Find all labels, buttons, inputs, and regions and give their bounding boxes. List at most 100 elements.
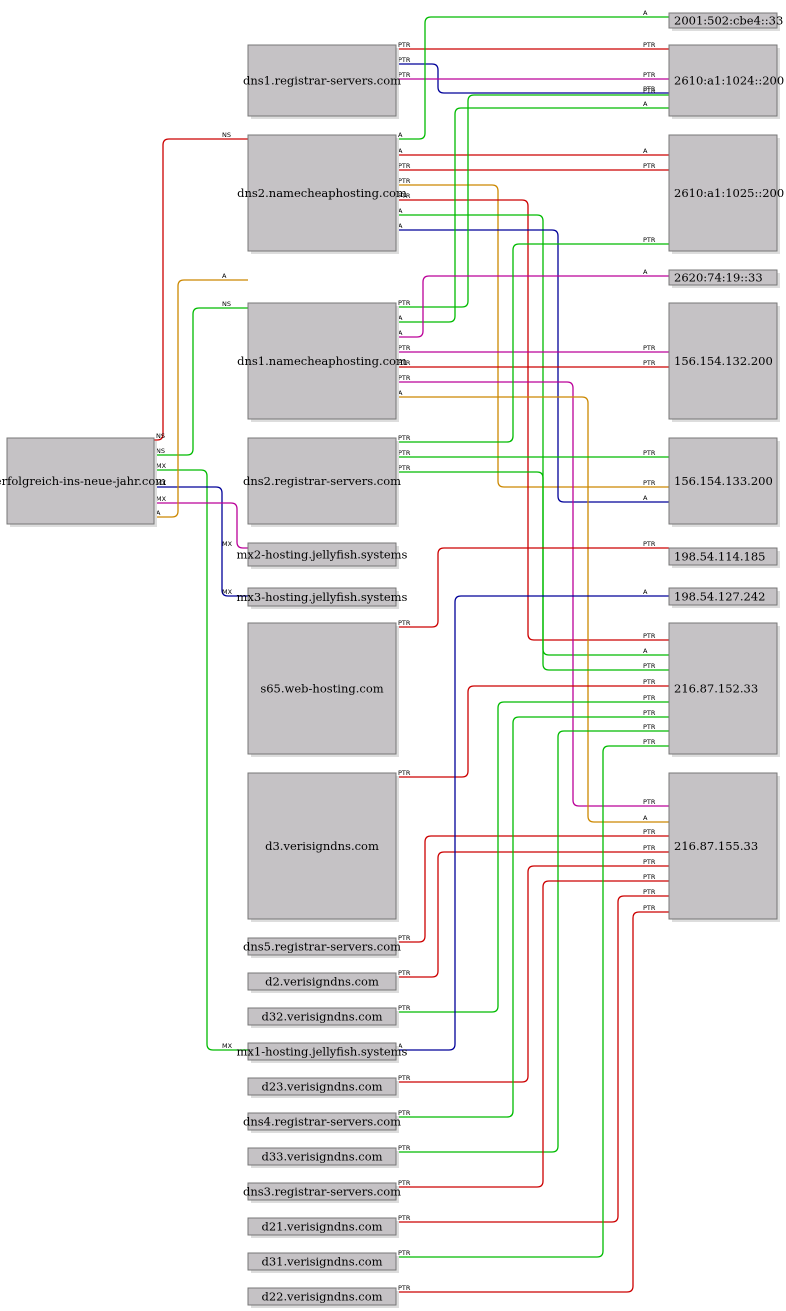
edge-dns1nc-to-ip4 — [396, 275, 669, 338]
node-label: d31.verisigndns.com — [261, 1255, 382, 1269]
edge-source-label: PTR — [398, 1074, 411, 1082]
edge-target-label: MX — [222, 1042, 233, 1050]
edge-target-label: A — [643, 494, 648, 502]
edge-target-label: PTR — [643, 71, 656, 79]
edge-source-label: PTR — [398, 1214, 411, 1222]
node-box — [247, 1042, 397, 1061]
node-label: dns1.namecheaphosting.com — [237, 354, 407, 368]
edge-source-label: A — [398, 207, 403, 215]
edge-d31-to-ip9 — [396, 745, 669, 1258]
edge-target-label: PTR — [643, 828, 656, 836]
edge-d2-to-ip10 — [396, 851, 669, 978]
edge-target-label: PTR — [643, 479, 656, 487]
node-mx1[interactable]: mx1-hosting.jellyfish.systems — [237, 1042, 408, 1063]
edge-source-label: PTR — [398, 1249, 411, 1257]
edge-target-label: PTR — [643, 41, 656, 49]
edge-dns2nc-to-ip6 — [396, 229, 669, 503]
node-ip2[interactable]: 2610:a1:1024::200 — [668, 44, 784, 119]
edge-dns2nc-to-ip9 — [396, 214, 669, 656]
node-box — [247, 1182, 397, 1201]
node-box — [668, 44, 778, 117]
node-box — [247, 1112, 397, 1131]
node-label: 216.87.155.33 — [674, 839, 758, 853]
edge-source-label: PTR — [398, 934, 411, 942]
node-mx3[interactable]: mx3-hosting.jellyfish.systems — [237, 587, 408, 609]
edge-target-label: PTR — [643, 844, 656, 852]
node-dns1reg[interactable]: dns1.registrar-servers.com — [243, 44, 401, 119]
edge-target-label: PTR — [643, 540, 656, 548]
node-d31[interactable]: d31.verisigndns.com — [247, 1252, 399, 1273]
node-label: mx3-hosting.jellyfish.systems — [237, 590, 408, 604]
node-ip6[interactable]: 156.154.133.200 — [668, 437, 780, 527]
node-label: dns3.registrar-servers.com — [243, 1185, 401, 1199]
edge-dns2nc-to-ip9 — [396, 199, 669, 641]
node-d21[interactable]: d21.verisigndns.com — [247, 1217, 399, 1238]
edge-source-label: PTR — [398, 464, 411, 472]
node-d23[interactable]: d23.verisigndns.com — [247, 1077, 399, 1098]
node-ip4[interactable]: 2620:74:19::33 — [668, 269, 780, 288]
edge-root-to-dns1nc — [154, 307, 248, 456]
node-box — [668, 269, 778, 286]
node-dns3reg[interactable]: dns3.registrar-servers.com — [243, 1182, 401, 1203]
node-box — [247, 587, 397, 607]
edge-target-label: PTR — [643, 678, 656, 686]
edge-target-label: A — [643, 588, 648, 596]
node-ip10[interactable]: 216.87.155.33 — [668, 772, 780, 922]
node-mx2[interactable]: mx2-hosting.jellyfish.systems — [237, 542, 408, 569]
edge-source-label: A — [156, 509, 161, 517]
node-ip5[interactable]: 156.154.132.200 — [668, 302, 780, 422]
edge-source-label: NS — [156, 447, 165, 455]
node-dns2reg[interactable]: dns2.registrar-servers.com — [243, 437, 401, 527]
edge-source-label: PTR — [398, 374, 411, 382]
edge-dns2nc-to-ip6 — [396, 184, 669, 488]
node-dns5reg[interactable]: dns5.registrar-servers.com — [243, 937, 401, 958]
node-dns1nc[interactable]: dns1.namecheaphosting.com — [237, 302, 407, 422]
edge-source-label: PTR — [398, 1284, 411, 1292]
node-label: 156.154.133.200 — [674, 474, 773, 488]
node-box — [668, 772, 778, 920]
edge-source-label: PTR — [398, 434, 411, 442]
edge-dns2reg-to-ip9 — [396, 471, 669, 671]
node-box — [247, 772, 397, 920]
edge-source-label: PTR — [398, 1144, 411, 1152]
edge-source-label: PTR — [398, 177, 411, 185]
node-ip7[interactable]: 198.54.114.185 — [668, 547, 780, 568]
edge-dns2nc-to-ip1 — [396, 16, 669, 140]
node-dns2nc[interactable]: dns2.namecheaphosting.com — [237, 134, 407, 254]
edge-d23-to-ip10 — [396, 865, 669, 1083]
node-ip9[interactable]: 216.87.152.33 — [668, 622, 780, 757]
edge-target-label: A — [643, 814, 648, 822]
edge-root-to-mx1 — [154, 469, 248, 1051]
node-box — [247, 972, 397, 991]
edge-target-label: PTR — [643, 873, 656, 881]
node-dns4reg[interactable]: dns4.registrar-servers.com — [243, 1112, 401, 1133]
node-d33[interactable]: d33.verisigndns.com — [247, 1147, 399, 1168]
node-d32[interactable]: d32.verisigndns.com — [247, 1007, 399, 1028]
edge-source-label: PTR — [398, 359, 411, 367]
edge-source-label: PTR — [398, 56, 411, 64]
node-label: dns5.registrar-servers.com — [243, 940, 401, 954]
node-root[interactable]: erfolgreich-ins-neue-jahr.com — [0, 437, 166, 527]
node-s65[interactable]: s65.web-hosting.com — [247, 622, 399, 757]
node-ip1[interactable]: 2001:502:cbe4::33 — [668, 12, 783, 31]
node-label: mx1-hosting.jellyfish.systems — [237, 1045, 408, 1059]
node-d22[interactable]: d22.verisigndns.com — [247, 1287, 399, 1308]
node-ip3[interactable]: 2610:a1:1025::200 — [668, 134, 784, 254]
edge-source-label: NS — [156, 432, 165, 440]
edge-source-label: PTR — [398, 162, 411, 170]
edge-target-label: PTR — [643, 904, 656, 912]
edge-dns1nc-to-ip2 — [396, 107, 669, 323]
edge-target-label: A — [643, 647, 648, 655]
node-d3[interactable]: d3.verisigndns.com — [247, 772, 399, 922]
node-label: 198.54.127.242 — [674, 590, 765, 604]
edge-source-label: PTR — [398, 71, 411, 79]
node-d2[interactable]: d2.verisigndns.com — [247, 972, 399, 993]
edge-source-label: PTR — [398, 41, 411, 49]
edge-s65-to-ip7 — [396, 547, 669, 628]
edge-dns5reg-to-ip10 — [396, 835, 669, 943]
edge-source-label: A — [398, 1042, 403, 1050]
node-box — [247, 1252, 397, 1271]
node-box — [247, 1007, 397, 1026]
node-ip8[interactable]: 198.54.127.242 — [668, 587, 780, 608]
